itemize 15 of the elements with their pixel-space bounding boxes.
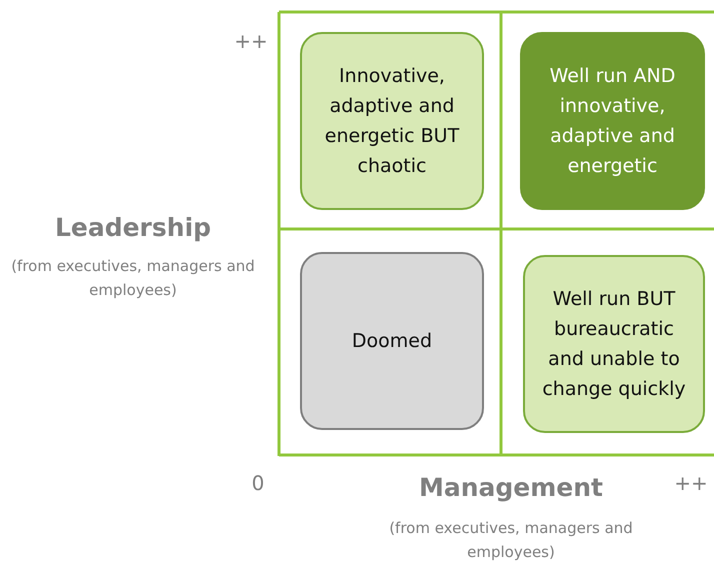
- axis-max-label: ++: [673, 470, 709, 496]
- axis-subtitle: (from executives, managers and employees): [10, 256, 256, 301]
- quadrant-text: Doomed: [350, 329, 434, 354]
- quadrant-box: [520, 32, 705, 210]
- quadrant-text: Well run BUT bureaucratic and unable to change quickly: [541, 287, 687, 402]
- quadrant-text: Innovative, adaptive and energetic BUT chaotic: [324, 64, 460, 179]
- quadrant-box: [523, 255, 705, 433]
- axis-title: Management: [418, 472, 604, 504]
- quadrant-box: [300, 32, 484, 210]
- quadrant-box: [300, 252, 484, 430]
- quadrant-text: Well run AND innovative, adaptive and energetic: [548, 64, 676, 179]
- axis-origin-label: 0: [250, 470, 266, 496]
- axis-title: Leadership: [54, 212, 212, 244]
- axis-subtitle: (from executives, managers and employees): [388, 518, 634, 562]
- axis-max-label: ++: [233, 28, 269, 54]
